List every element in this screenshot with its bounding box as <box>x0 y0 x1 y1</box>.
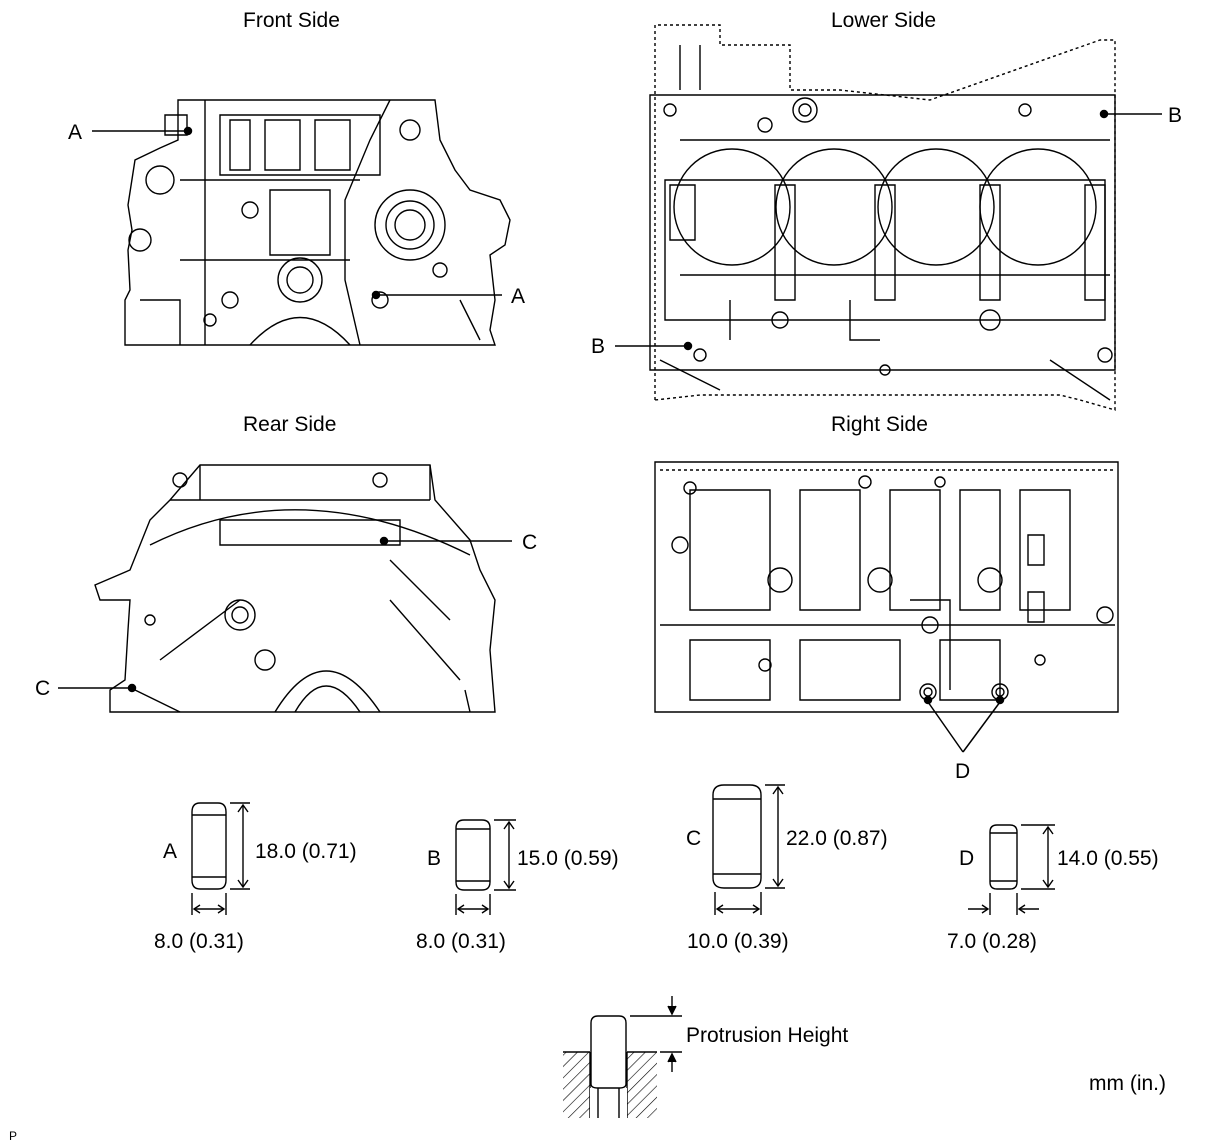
pin-b-letter: B <box>427 847 442 870</box>
pin-b-length: 15.0 (0.59) <box>517 847 619 870</box>
pin-c-drawing <box>713 785 785 915</box>
protrusion-height-label: Protrusion Height <box>686 1024 849 1047</box>
pin-d-diameter: 7.0 (0.28) <box>947 930 1037 953</box>
right-side-title: Right Side <box>831 413 928 436</box>
right-side-callout-lines <box>925 697 1004 753</box>
rear-callout-c-left: C <box>35 677 51 700</box>
units-note: mm (in.) <box>1089 1072 1166 1095</box>
front-side-title: Front Side <box>243 9 340 32</box>
front-side-callout-lines <box>92 128 502 299</box>
pin-d-drawing <box>968 825 1055 915</box>
pin-b-drawing <box>456 820 516 915</box>
front-side-block <box>125 100 510 345</box>
figure-code: P <box>9 1129 18 1143</box>
lower-side-callout-lines <box>615 111 1162 350</box>
pin-b-diameter: 8.0 (0.31) <box>416 930 506 953</box>
lower-callout-b-right: B <box>1168 104 1183 127</box>
protrusion-height-detail <box>563 996 682 1118</box>
rear-side-callout-lines <box>58 538 512 692</box>
pin-c-diameter: 10.0 (0.39) <box>687 930 789 953</box>
pin-a-diameter: 8.0 (0.31) <box>154 930 244 953</box>
right-callout-d: D <box>955 760 971 783</box>
lower-callout-b-left: B <box>591 335 606 358</box>
pin-a-letter: A <box>163 840 178 863</box>
front-callout-a-left: A <box>68 121 83 144</box>
front-callout-a-right: A <box>511 285 526 308</box>
pin-d-length: 14.0 (0.55) <box>1057 847 1159 870</box>
rear-callout-c-right: C <box>522 531 538 554</box>
pin-d-letter: D <box>959 847 975 870</box>
pin-a-drawing <box>192 803 250 915</box>
rear-side-title: Rear Side <box>243 413 337 436</box>
lower-side-title: Lower Side <box>831 9 937 32</box>
pin-c-length: 22.0 (0.87) <box>786 827 888 850</box>
right-side-block <box>655 462 1118 712</box>
pin-a-length: 18.0 (0.71) <box>255 840 357 863</box>
pin-c-letter: C <box>686 827 702 850</box>
lower-side-block <box>650 25 1115 410</box>
rear-side-block <box>95 465 495 712</box>
